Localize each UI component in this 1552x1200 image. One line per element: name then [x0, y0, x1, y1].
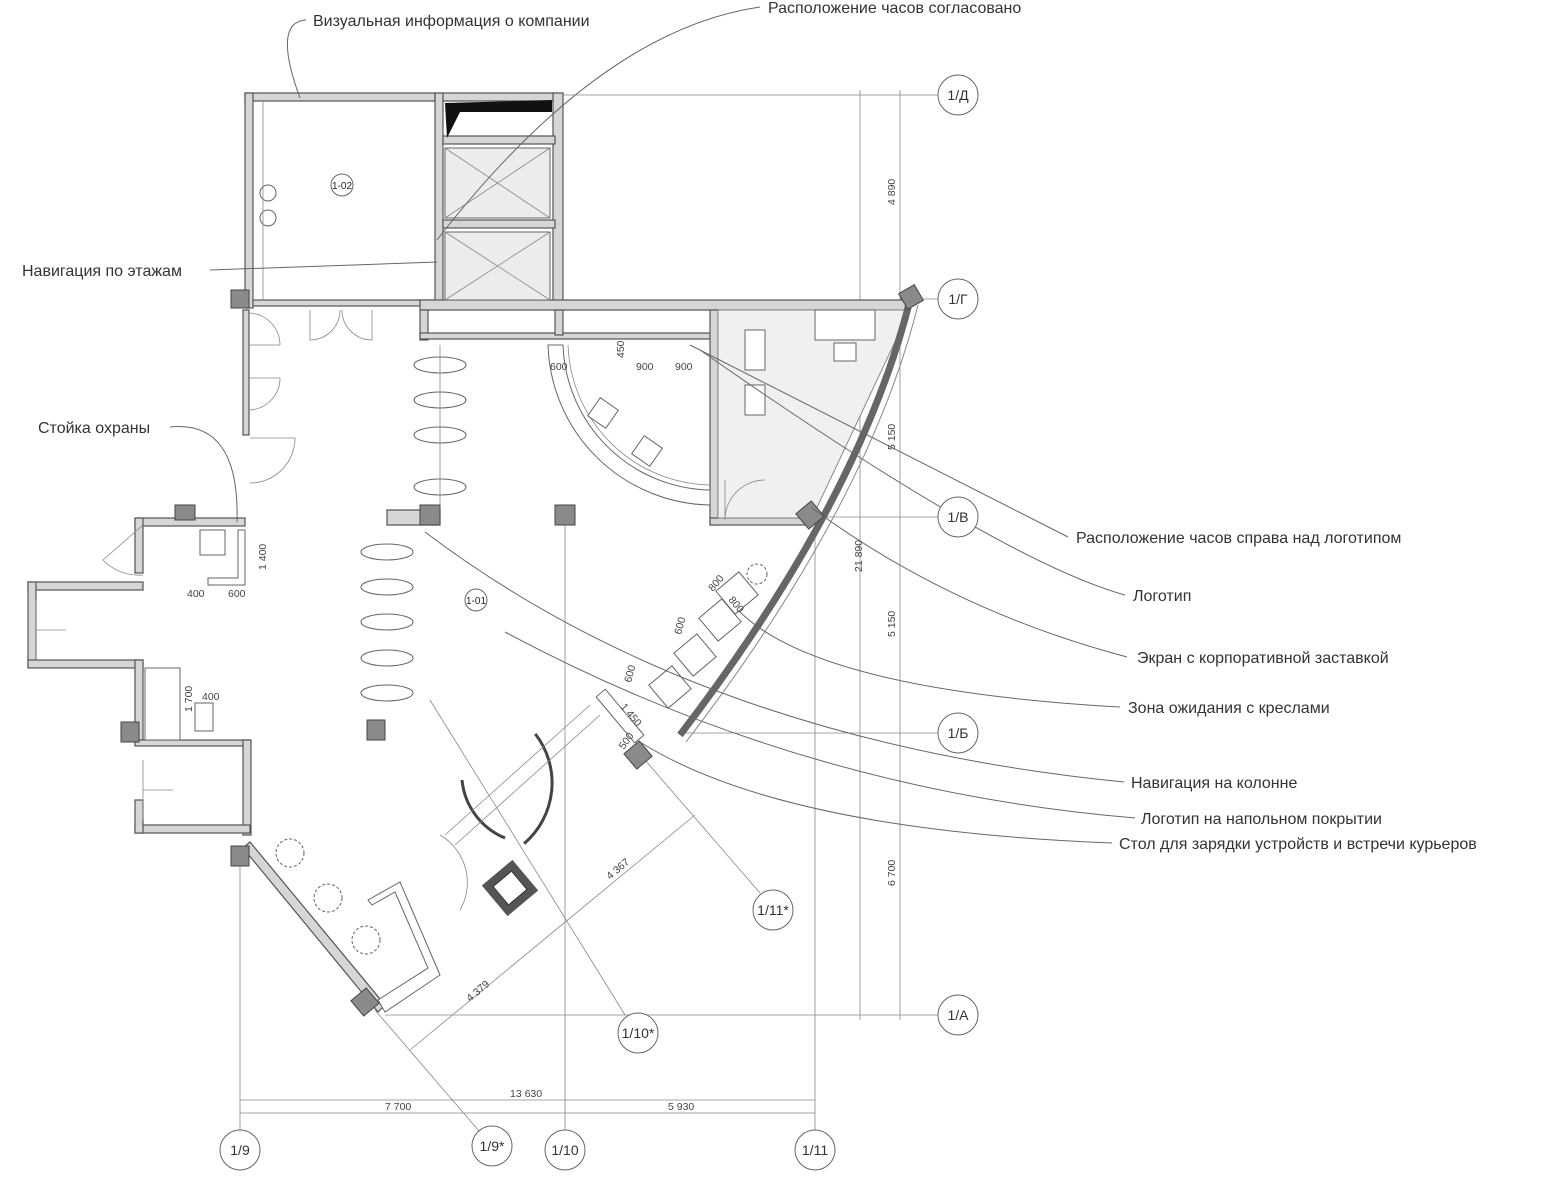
grid-bubble-11s: 1/11*: [752, 889, 794, 931]
svg-text:1 700: 1 700: [183, 686, 195, 712]
furniture: [144, 100, 876, 1013]
walls: [27, 92, 919, 1013]
svg-text:1/10*: 1/10*: [622, 1025, 655, 1041]
svg-text:1/9*: 1/9*: [480, 1138, 505, 1154]
svg-text:4 379: 4 379: [464, 978, 492, 1004]
annotations: Визуальная информация о компании Располо…: [22, 0, 1477, 853]
annotation-logo: Логотип: [1133, 588, 1191, 605]
stools: [360, 345, 467, 702]
grid-bubble-9: 1/9: [219, 1129, 261, 1171]
svg-text:900: 900: [675, 361, 693, 373]
annotation-floor-logo: Логотип на напольном покрытии: [1141, 811, 1382, 828]
svg-text:1/9: 1/9: [230, 1142, 250, 1158]
svg-text:1/10: 1/10: [551, 1142, 578, 1158]
annotation-waiting-zone: Зона ожидания с креслами: [1128, 700, 1330, 717]
annotation-clock-right-of-logo: Расположение часов справа над логотипом: [1076, 530, 1401, 547]
grid-bubble-a: 1/А: [937, 994, 979, 1036]
leader-lines: [169, 6, 1136, 844]
annotation-charging-table: Стол для зарядки устройств и встречи кур…: [1119, 836, 1477, 853]
svg-text:4 890: 4 890: [886, 179, 898, 205]
svg-text:21 890: 21 890: [853, 540, 865, 572]
svg-text:400: 400: [202, 691, 220, 703]
svg-text:900: 900: [636, 361, 654, 373]
annotation-visual-info: Визуальная информация о компании: [313, 13, 590, 30]
svg-text:1/А: 1/А: [947, 1007, 969, 1023]
annotation-floor-navigation: Навигация по этажам: [22, 263, 182, 280]
svg-text:1-01: 1-01: [466, 596, 486, 607]
grid-bubble-g: 1/Г: [937, 278, 979, 320]
svg-text:600: 600: [622, 664, 638, 684]
svg-text:5 150: 5 150: [886, 424, 898, 450]
svg-text:1/Б: 1/Б: [948, 725, 969, 741]
svg-text:600: 600: [228, 588, 246, 600]
svg-text:1/В: 1/В: [947, 509, 968, 525]
svg-text:6 700: 6 700: [886, 860, 898, 886]
grid-bubbles: 1/Д 1/Г 1/В 1/Б 1/А 1/9 1/9* 1/10 1/10* …: [219, 74, 979, 1171]
room-tag-1-02: 1-02: [330, 173, 354, 197]
svg-text:400: 400: [187, 588, 205, 600]
svg-text:1/11: 1/11: [802, 1142, 828, 1158]
columns: [120, 284, 924, 1017]
elevators: [444, 147, 551, 301]
annotation-security-desk: Стойка охраны: [38, 420, 150, 437]
grid-bubble-10s: 1/10*: [617, 1012, 659, 1054]
svg-text:5 150: 5 150: [886, 611, 898, 637]
annotation-column-navigation: Навигация на колонне: [1131, 775, 1297, 792]
svg-text:7 700: 7 700: [385, 1101, 411, 1113]
annotation-clock-agreed: Расположение часов согласовано: [768, 0, 1021, 17]
grid-bubble-v: 1/В: [937, 496, 979, 538]
svg-text:1/Г: 1/Г: [948, 291, 968, 307]
svg-text:13 630: 13 630: [510, 1088, 542, 1100]
annotation-corporate-screen: Экран с корпоративной заставкой: [1137, 650, 1389, 667]
grid-bubble-10: 1/10: [544, 1129, 586, 1171]
svg-text:600: 600: [672, 616, 688, 636]
svg-text:1/11*: 1/11*: [757, 902, 789, 918]
svg-text:450: 450: [615, 340, 627, 358]
svg-text:1-02: 1-02: [332, 181, 352, 192]
armchairs: [648, 571, 759, 709]
room-tag-1-01: 1-01: [464, 588, 488, 612]
svg-text:600: 600: [550, 361, 568, 373]
grid-lines: [239, 90, 938, 1139]
svg-text:1/Д: 1/Д: [947, 87, 969, 103]
svg-text:1 400: 1 400: [257, 544, 269, 570]
doors: [35, 309, 766, 911]
grid-bubble-d: 1/Д: [937, 74, 979, 116]
grid-bubble-b: 1/Б: [937, 712, 979, 754]
grid-bubble-9s: 1/9*: [471, 1125, 513, 1167]
svg-text:5 930: 5 930: [668, 1101, 694, 1113]
grid-bubble-11: 1/11: [794, 1129, 836, 1171]
